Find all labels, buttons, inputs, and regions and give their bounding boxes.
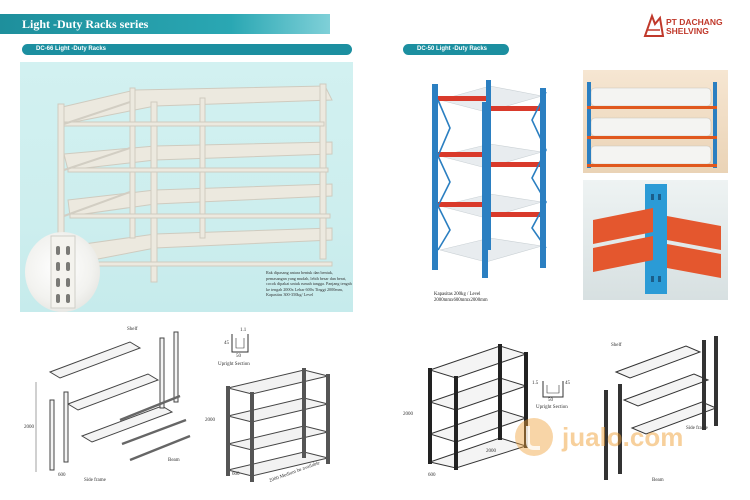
section-r-45: 45 xyxy=(565,381,570,386)
upright-holes-icon xyxy=(50,235,76,309)
series-title-bar: Light -Duty Racks series xyxy=(0,14,330,34)
section-11-left: 1.1 xyxy=(240,328,247,333)
section-50-left: 50 xyxy=(236,354,241,359)
assembled-rack-drawing-right xyxy=(428,344,528,470)
left-assembled-drawing xyxy=(208,368,340,486)
label-2000-mid: 2000 xyxy=(205,418,215,423)
label-600-mid: 600 xyxy=(232,472,240,477)
upright-section-icon xyxy=(231,334,249,353)
upright-section-left xyxy=(218,332,258,362)
label-beam-left: Beam xyxy=(168,458,180,463)
assembled-rack-drawing xyxy=(226,368,330,482)
beam-connector-photo xyxy=(583,180,728,300)
brand-logo: PT DACHANG SHELVING xyxy=(642,12,732,42)
blue-red-rack-photo xyxy=(420,70,570,280)
right-product-tag: DC-50 Light -Duty Racks xyxy=(403,44,509,55)
beam-connector-illustration xyxy=(593,184,721,294)
label-2000-left: 2000 xyxy=(24,425,34,430)
right-product-tag-text: DC-50 Light -Duty Racks xyxy=(417,46,488,52)
dachang-logo-icon xyxy=(643,13,665,37)
exploded-rack-drawing xyxy=(35,331,191,472)
label-beam-right: Beam xyxy=(652,478,664,483)
right-size: 2000mmx600mmx2000mm xyxy=(434,298,488,303)
upright-section-label-right: Upright Section xyxy=(536,405,568,410)
blue-red-rack-illustration xyxy=(432,80,547,278)
watermark-text: jualo.com xyxy=(561,422,683,452)
section-r-15: 1.5 xyxy=(532,381,539,386)
label-2000-right-bottom: 2000 xyxy=(486,449,496,454)
brand-line1: PT DACHANG xyxy=(666,17,723,27)
exploded-rack-drawing-right xyxy=(604,336,718,480)
rolls-rack-illustration xyxy=(587,82,717,168)
left-exploded-drawing xyxy=(30,322,200,487)
label-600-right: 600 xyxy=(428,473,436,478)
right-exploded-drawing xyxy=(590,336,720,486)
label-2000-right: 2000 xyxy=(403,412,413,417)
right-capacity: Kapasitas 200kg / Level xyxy=(434,292,481,297)
upright-section-right-icon xyxy=(542,381,564,398)
right-assembled-drawing xyxy=(410,340,535,470)
upright-section-label-left: Upright Section xyxy=(218,362,250,367)
warehouse-rolls-photo xyxy=(583,70,728,173)
upright-closeup-inset xyxy=(25,232,100,312)
brand-line2: SHELVING xyxy=(666,26,709,36)
jualo-watermark-icon: jualo.com xyxy=(515,418,683,456)
label-shelf-left: Shelf xyxy=(127,327,138,332)
left-product-tag: DC-66 Light -Duty Racks xyxy=(22,44,352,55)
label-600-left: 600 xyxy=(58,473,66,478)
upright-section-right xyxy=(533,377,573,405)
left-product-tag-text: DC-66 Light -Duty Racks xyxy=(36,46,107,52)
section-r-50: 50 xyxy=(548,398,553,403)
label-shelf-right: Shelf xyxy=(611,343,622,348)
jualo-watermark: jualo.com xyxy=(510,412,710,462)
label-side-frame-left: Side frame xyxy=(84,478,106,483)
left-product-description: Rak dipasang antara bentuk dan bentuk, p… xyxy=(266,270,352,298)
series-title: Light -Duty Racks series xyxy=(22,17,149,31)
label-side-frame-right: Side frame xyxy=(686,426,708,431)
section-45-left: 45 xyxy=(224,341,229,346)
right-product-specs: Kapasitas 200kg / Level 2000mmx600mmx200… xyxy=(434,292,524,304)
cream-rack-illustration xyxy=(57,83,333,283)
